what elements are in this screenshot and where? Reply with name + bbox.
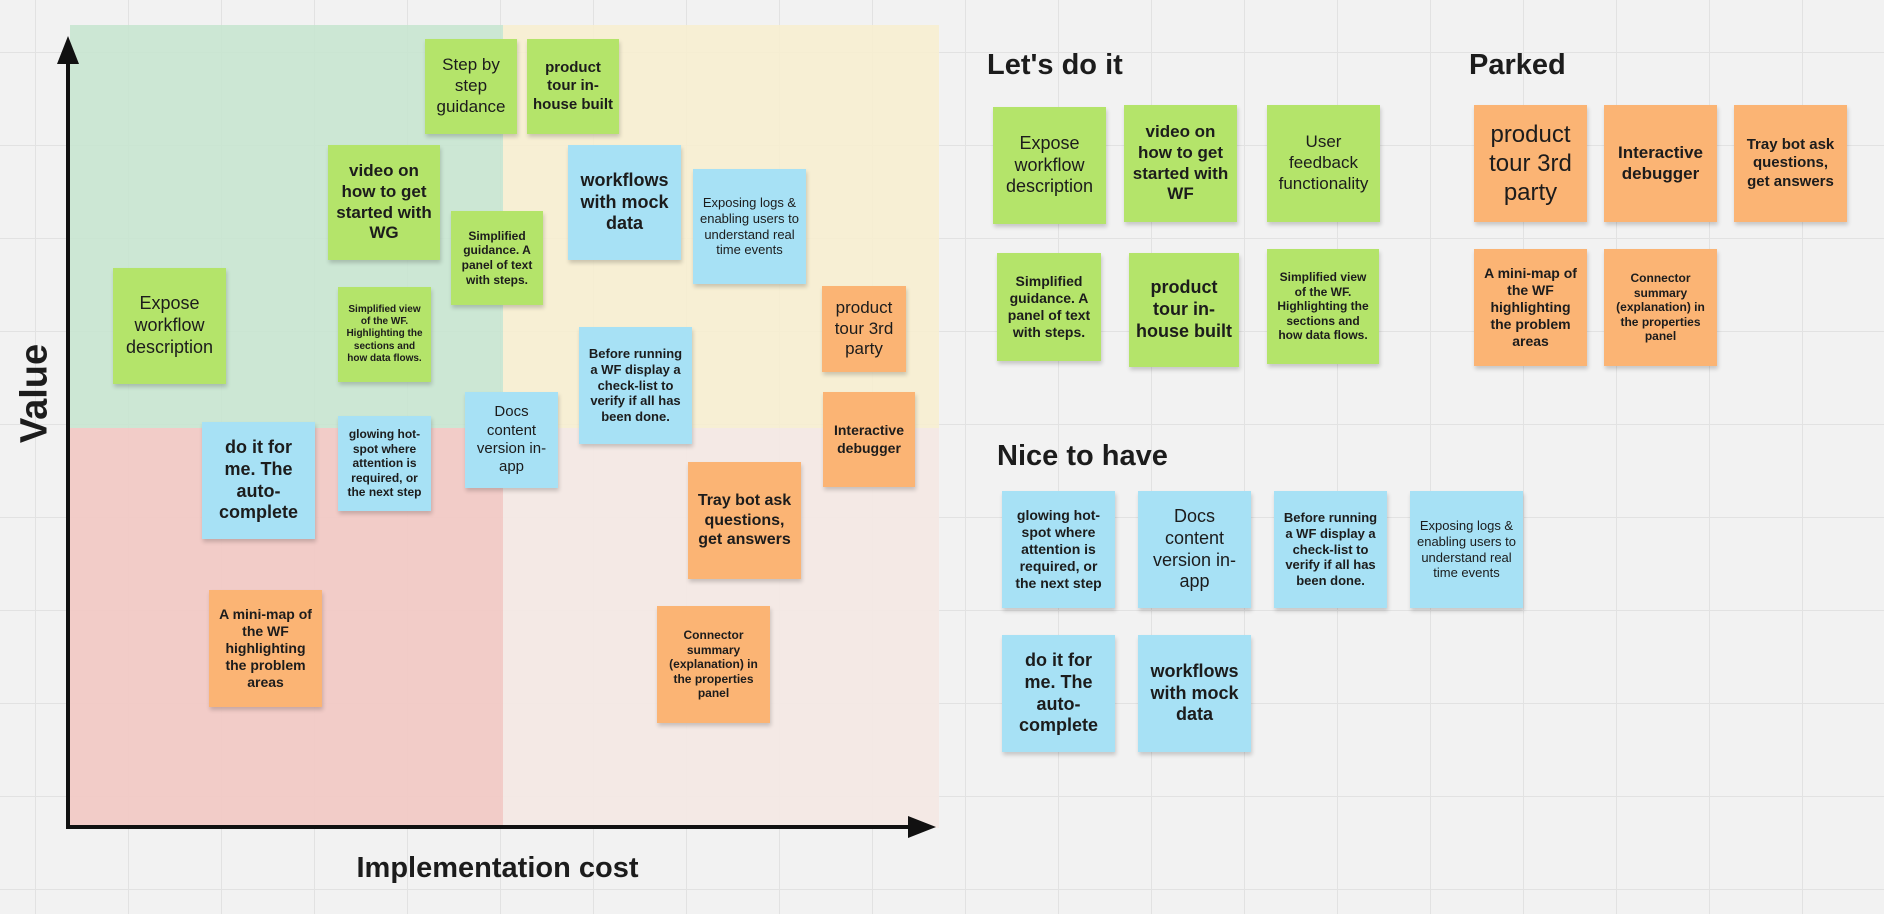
parked-product-tour-3rd-party[interactable]: product tour 3rd party (1474, 105, 1587, 222)
sticky-interactive-debugger[interactable]: Interactive debugger (823, 392, 915, 487)
nice-to-have-docs-content[interactable]: Docs content version in-app (1138, 491, 1251, 608)
parked-tray-bot[interactable]: Tray bot ask questions, get answers (1734, 105, 1847, 222)
x-axis-label: Implementation cost (356, 852, 639, 884)
lets-do-it-user-feedback[interactable]: User feedback functionality (1267, 105, 1380, 222)
parked-interactive-debugger[interactable]: Interactive debugger (1604, 105, 1717, 222)
lets-do-it-product-tour-inhouse[interactable]: product tour in-house built (1129, 253, 1239, 367)
sticky-connector-summary[interactable]: Connector summary (explanation) in the p… (657, 606, 770, 723)
parked-mini-map[interactable]: A mini-map of the WF highlighting the pr… (1474, 249, 1587, 366)
sticky-do-it-for-me[interactable]: do it for me. The auto-complete (202, 422, 315, 539)
parked-connector-summary[interactable]: Connector summary (explanation) in the p… (1604, 249, 1717, 366)
sticky-docs-content[interactable]: Docs content version in-app (465, 392, 558, 488)
nice-to-have-exposing-logs[interactable]: Exposing logs & enabling users to unders… (1410, 491, 1523, 608)
lets-do-it-simplified-view[interactable]: Simplified view of the WF. Highlighting … (1267, 249, 1379, 364)
sticky-step-by-step-guidance[interactable]: Step by step guidance (425, 39, 517, 134)
nice-to-have-before-running[interactable]: Before running a WF display a check-list… (1274, 491, 1387, 608)
sticky-mini-map[interactable]: A mini-map of the WF highlighting the pr… (209, 590, 322, 707)
sticky-simplified-guidance[interactable]: Simplified guidance. A panel of text wit… (451, 211, 543, 305)
lets-do-it-simplified-guidance[interactable]: Simplified guidance. A panel of text wit… (997, 253, 1101, 361)
lets-do-it-video[interactable]: video on how to get started with WF (1124, 105, 1237, 222)
sticky-product-tour-3rd-party[interactable]: product tour 3rd party (822, 286, 906, 372)
sticky-simplified-view[interactable]: Simplified view of the WF. Highlighting … (338, 287, 431, 382)
sticky-expose-workflow-description[interactable]: Expose workflow description (113, 268, 226, 384)
lets-do-it-expose-workflow[interactable]: Expose workflow description (993, 107, 1106, 224)
nice-to-have-workflows-mock[interactable]: workflows with mock data (1138, 635, 1251, 752)
nice-to-have-do-it-for-me[interactable]: do it for me. The auto-complete (1002, 635, 1115, 752)
sticky-glowing-hotspot[interactable]: glowing hot-spot where attention is requ… (338, 416, 431, 511)
nice-to-have-title: Nice to have (997, 440, 1168, 472)
y-axis-label: Value (13, 343, 56, 444)
nice-to-have-glowing-hotspot[interactable]: glowing hot-spot where attention is requ… (1002, 491, 1115, 608)
sticky-exposing-logs[interactable]: Exposing logs & enabling users to unders… (693, 169, 806, 284)
parked-title: Parked (1469, 49, 1566, 81)
sticky-before-running-checklist[interactable]: Before running a WF display a check-list… (579, 327, 692, 444)
sticky-product-tour-inhouse[interactable]: product tour in-house built (527, 39, 619, 134)
sticky-video-get-started[interactable]: video on how to get started with WG (328, 145, 440, 260)
sticky-workflows-mock-data[interactable]: workflows with mock data (568, 145, 681, 260)
lets-do-it-title: Let's do it (987, 49, 1123, 81)
sticky-tray-bot[interactable]: Tray bot ask questions, get answers (688, 462, 801, 579)
